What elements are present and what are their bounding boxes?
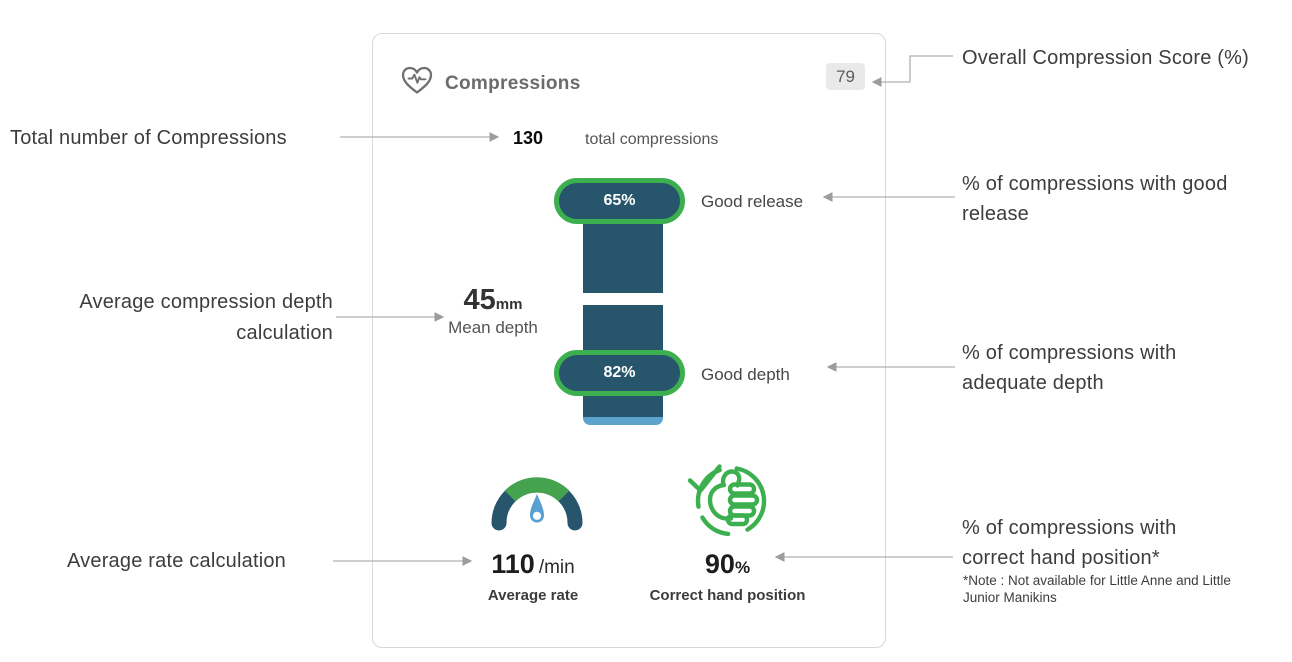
good-release-label: Good release: [701, 192, 804, 211]
hand-position-unit: %: [734, 558, 751, 577]
hand-position-value: 90: [704, 549, 735, 579]
total-compressions-value: 130: [513, 128, 544, 148]
average-rate-unit: /min: [538, 557, 575, 578]
depth-bar-overshoot-tail: [583, 417, 663, 425]
average-rate-value: 110: [491, 549, 535, 579]
thumbs-up-check-icon: [687, 464, 767, 537]
mean-depth-unit: mm: [495, 296, 523, 313]
heart-pulse-icon: [401, 66, 433, 94]
annotation-good-release: % of compressions with good release: [962, 173, 1228, 225]
average-rate-block: 110/min Average rate: [463, 549, 603, 604]
average-rate-label: Average rate: [487, 587, 579, 604]
annotation-hand-position: % of compressions with correct hand posi…: [962, 517, 1177, 569]
annotation-overall-score: Overall Compression Score (%): [962, 47, 1249, 69]
annotation-total-compressions: Total number of Compressions: [10, 127, 287, 149]
annotation-average-rate: Average rate calculation: [67, 550, 287, 572]
good-release-pill: 65%: [554, 178, 685, 224]
total-compressions-label: total compressions: [585, 131, 719, 148]
mean-depth-value: 45: [463, 284, 496, 316]
mean-depth-block: 45mm Mean depth: [431, 284, 555, 338]
good-depth-percent: 82%: [603, 364, 636, 381]
good-depth-pill: 82%: [554, 350, 685, 396]
mean-depth-label: Mean depth: [448, 318, 538, 337]
hand-position-block: 90% Correct hand position: [645, 549, 810, 604]
overall-score-badge: 79: [826, 63, 865, 90]
gauge-icon: [491, 477, 583, 531]
card-title: Compressions: [445, 73, 581, 94]
compressions-card: Compressions 79 130 total compressions 6…: [372, 33, 886, 648]
manikin-footnote: *Note : Not available for Little Anne an…: [963, 573, 1231, 605]
good-release-percent: 65%: [603, 192, 636, 209]
annotation-mean-depth: Average compression depth calculation: [79, 291, 333, 344]
annotation-good-depth: % of compressions with adequate depth: [962, 342, 1177, 394]
hand-position-label: Correct hand position: [649, 587, 806, 604]
depth-bar-target-stripe: [583, 293, 663, 305]
good-depth-label: Good depth: [701, 365, 790, 384]
